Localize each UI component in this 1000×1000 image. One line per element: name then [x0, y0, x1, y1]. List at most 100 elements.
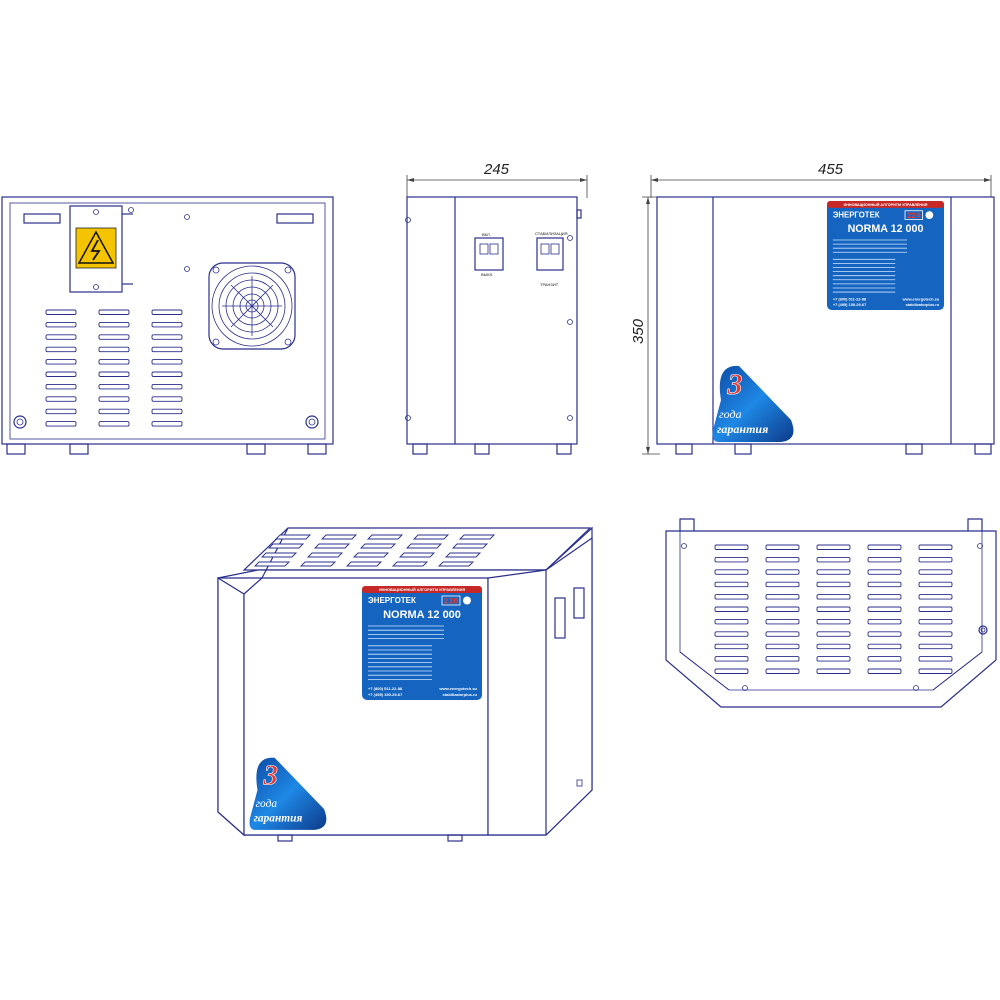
vent-slot — [816, 594, 851, 600]
vent-slot — [98, 371, 130, 377]
warranty-line-2: гарантия — [254, 812, 303, 824]
vent-slot — [437, 561, 475, 567]
vent-slot — [151, 396, 183, 402]
vent-slot — [867, 668, 902, 674]
vent-slot — [151, 321, 183, 328]
vent-slot — [253, 561, 291, 567]
vent-slot — [151, 346, 183, 353]
vent-slot — [765, 631, 800, 637]
vent-slot — [98, 359, 130, 365]
vent-slot — [816, 544, 851, 550]
vent-slot — [714, 594, 749, 600]
vent-slot — [816, 643, 851, 650]
vent-slot — [714, 556, 749, 563]
power-switch: ВКЛ. ВЫКЛ. — [474, 232, 504, 277]
vent-slot — [45, 383, 77, 390]
vent-slot — [816, 569, 851, 575]
vent-slot — [714, 643, 749, 650]
vent-slot — [714, 606, 749, 612]
bottom-vent-slots — [714, 544, 953, 674]
label-phone-2: +7 (495) 150-29-67 — [833, 302, 866, 307]
voltage-display: 220 — [907, 213, 921, 221]
back-view — [1, 196, 334, 455]
switch-off-label: ВЫКЛ. — [481, 272, 493, 277]
label-banner-text: ИННОВАЦИОННЫЙ АЛГОРИТМ УПРАВЛЕНИЯ — [844, 203, 928, 207]
vent-slot — [45, 359, 77, 365]
height-dimension: 350 — [630, 318, 647, 344]
vent-slot — [867, 643, 902, 650]
product-label-iso: ИННОВАЦИОННЫЙ АЛГОРИТМ УПРАВЛЕНИЯ ЭНЕРГОТ… — [362, 586, 482, 700]
vent-slot — [151, 383, 183, 390]
depth-dimension: 245 — [483, 161, 510, 178]
vent-slot — [359, 543, 397, 549]
vent-slot — [98, 383, 130, 390]
bypass-transit-label: ТРАНЗИТ — [540, 282, 559, 287]
width-dimension: 455 — [818, 161, 844, 178]
high-voltage-icon — [77, 230, 115, 264]
label-phone-1: +7 (800) 511-22-88 — [833, 296, 867, 301]
vent-slot — [918, 581, 953, 588]
vent-slot — [45, 396, 77, 402]
label-panel — [827, 201, 944, 310]
vent-slot — [765, 581, 800, 588]
vent-slot — [867, 556, 902, 563]
isometric-view: ИННОВАЦИОННЫЙ АЛГОРИТМ УПРАВЛЕНИЯ ЭНЕРГОТ… — [217, 526, 593, 842]
vent-slot — [320, 534, 358, 540]
vent-slot — [398, 552, 436, 558]
vent-slot — [918, 569, 953, 575]
vent-slot — [98, 421, 130, 427]
vent-slot — [151, 359, 183, 365]
vent-slot — [352, 552, 390, 558]
bypass-switch: СТАБИЛИЗАЦИЯ ТРАНЗИТ — [535, 231, 568, 287]
label-banner — [827, 201, 944, 208]
brand-name: ЭНЕРГОТЕК — [368, 596, 416, 605]
vent-slot — [299, 561, 337, 567]
vent-slot — [765, 569, 800, 575]
vent-slot — [451, 543, 489, 549]
warning-yellow-square — [75, 227, 117, 269]
label-logo-icon — [463, 596, 471, 605]
vent-slot — [313, 543, 351, 549]
vent-slot — [45, 334, 77, 340]
fan-grille — [208, 262, 296, 350]
top-vent-slots — [253, 534, 496, 567]
vent-slot — [274, 534, 312, 540]
vent-slot — [45, 421, 77, 427]
vent-slot — [151, 334, 183, 340]
label-banner — [362, 586, 482, 593]
vent-slot — [714, 618, 749, 625]
warranty-shape — [712, 365, 794, 442]
vent-slot — [260, 552, 298, 558]
vent-slot — [918, 544, 953, 550]
vent-slot — [816, 556, 851, 563]
model-name: NORMA 12 000 — [383, 609, 461, 621]
warranty-line-2: гарантия — [717, 422, 768, 436]
warning-plate — [69, 205, 134, 293]
vent-slot — [765, 544, 800, 550]
vent-slot — [918, 594, 953, 600]
warranty-shape — [249, 757, 327, 830]
vent-slot — [714, 656, 749, 662]
label-site-2: stabilizatorplus.ru — [443, 692, 478, 697]
vent-slot — [867, 581, 902, 588]
label-site-1: www.energotech.su — [438, 686, 477, 691]
vent-slot — [816, 606, 851, 612]
vent-slot — [867, 631, 902, 637]
vent-slot — [412, 534, 450, 540]
label-banner-text: ИННОВАЦИОННЫЙ АЛГОРИТМ УПРАВЛЕНИЯ — [379, 588, 466, 592]
vent-slot — [45, 408, 77, 415]
vent-slot — [918, 643, 953, 650]
warranty-line-1: года — [719, 407, 742, 421]
switch-on-label: ВКЛ. — [482, 232, 491, 237]
vent-slot — [366, 534, 404, 540]
vent-slot — [918, 631, 953, 637]
warranty-line-1: года — [256, 798, 278, 810]
vent-slot — [867, 618, 902, 625]
vent-slot — [151, 371, 183, 377]
voltage-display: 220 — [444, 598, 459, 607]
vent-slot — [45, 321, 77, 328]
vent-slot — [765, 606, 800, 612]
